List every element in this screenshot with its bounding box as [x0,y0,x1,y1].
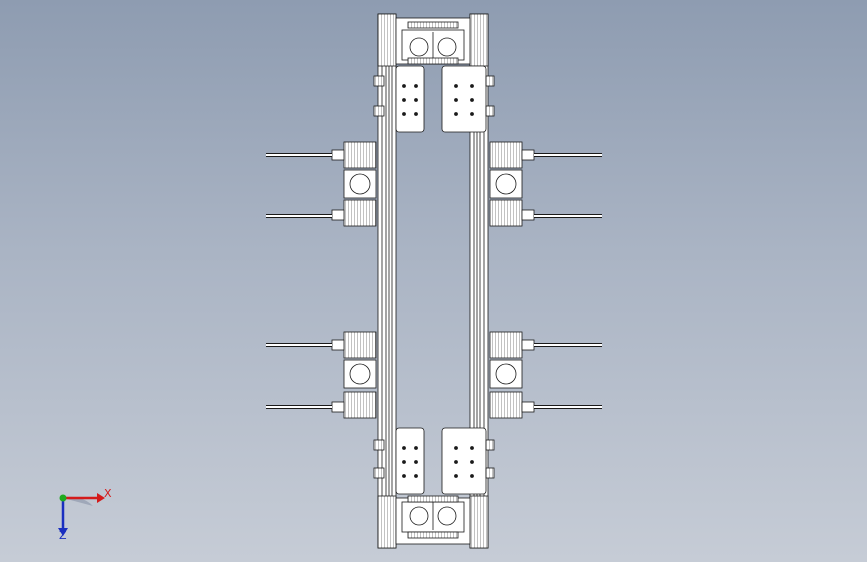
bottom-right-plate[interactable] [441,427,495,495]
z-axis-label: Z [59,529,67,542]
top-left-plate[interactable] [373,65,425,133]
axis-triad[interactable] [45,478,115,548]
left-lower-roller-group[interactable] [266,331,377,419]
left-upper-roller-group[interactable] [266,141,377,227]
right-lower-roller-group[interactable] [489,331,602,419]
x-axis-arrowhead [97,493,105,503]
bottom-end-block[interactable] [395,495,471,545]
z-axis-arrowhead [58,528,68,536]
top-end-block[interactable] [395,17,471,65]
left-rail[interactable] [377,13,397,549]
y-axis-dot [59,494,67,502]
x-axis-label: X [104,487,112,500]
bottom-left-plate[interactable] [373,427,425,495]
right-upper-roller-group[interactable] [489,141,602,227]
top-right-plate[interactable] [441,65,495,133]
